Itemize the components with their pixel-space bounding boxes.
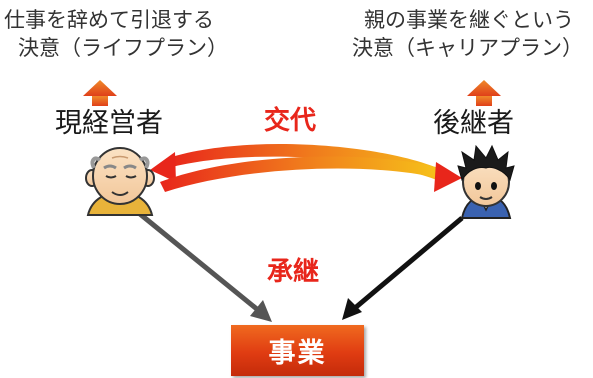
up-arrow-left [83,80,117,106]
exchange-label: 交代 [264,106,317,136]
elderly-man-icon [85,147,155,216]
current-owner-decision-line1: 仕事を辞めて引退する [4,8,214,32]
successor-decision-line2: 決意（キャリアプラン） [352,36,583,60]
exchange-arrow [150,144,462,192]
inherit-arrow-left [138,212,272,322]
successor-decision-line1: 親の事業を継ぐという [364,8,574,32]
inherit-label: 承継 [267,257,320,287]
up-arrow-right [467,80,501,106]
young-man-icon [457,144,515,219]
inherit-arrow-right [342,216,464,320]
business-box: 事業 [231,325,364,376]
current-owner-decision: 仕事を辞めて引退する 決意（ライフプラン） [4,6,228,62]
current-owner-label: 現経営者 [55,108,163,139]
business-label: 事業 [268,338,327,369]
successor-label: 後継者 [433,108,514,139]
current-owner-decision-line2: 決意（ライフプラン） [18,36,228,60]
successor-decision: 親の事業を継ぐという 決意（キャリアプラン） [352,6,583,62]
